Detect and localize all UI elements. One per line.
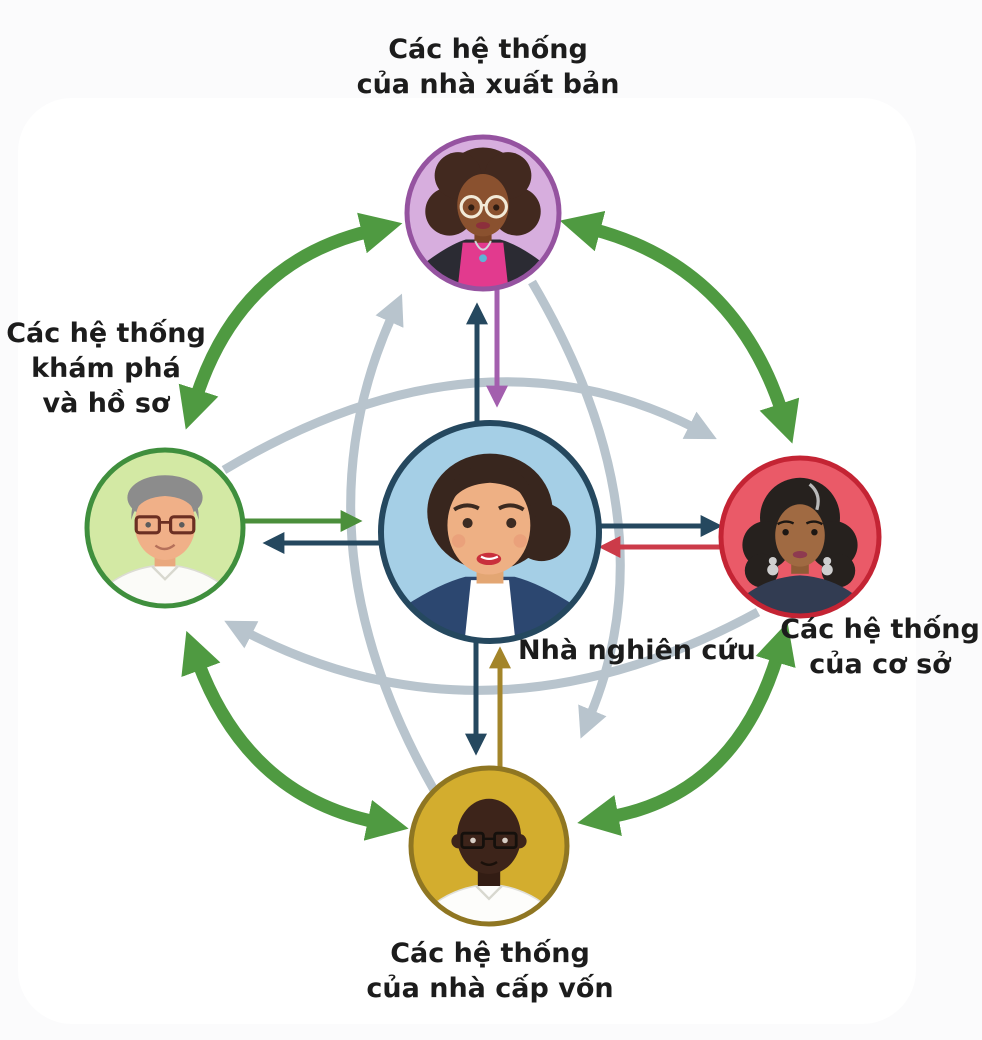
link-arc-funder-profiles bbox=[181, 630, 409, 841]
researcher-label: Nhà nghiên cứu bbox=[518, 635, 756, 666]
node-publisher bbox=[404, 134, 562, 292]
institution-ring bbox=[718, 455, 882, 619]
publisher-ring bbox=[404, 134, 562, 292]
researcher-spoke-arrows bbox=[238, 282, 726, 774]
profiles-avatar bbox=[98, 475, 232, 604]
funder-systems-label: Các hệ thống của nhà cấp vốn bbox=[366, 938, 614, 1004]
node-profiles bbox=[84, 447, 246, 609]
funder-ring bbox=[408, 765, 570, 927]
node-institution bbox=[718, 455, 882, 619]
node-researcher bbox=[378, 420, 602, 644]
link-arc-profiles-publisher bbox=[178, 212, 403, 430]
node-funder bbox=[408, 765, 570, 927]
publisher-systems-label: Các hệ thống của nhà xuất bản bbox=[356, 34, 620, 100]
researcher-avatar bbox=[393, 453, 587, 639]
profiles-ring bbox=[84, 447, 246, 609]
link-arc-institution-funder bbox=[577, 622, 796, 836]
profile-systems-label: Các hệ thống khám phá và hồ sơ bbox=[6, 318, 206, 419]
link-arc-publisher-institution bbox=[559, 210, 800, 444]
system-link-arcs bbox=[178, 210, 800, 841]
institution-systems-label: Các hệ thống của cơ sở bbox=[780, 614, 980, 680]
researcher-ring bbox=[378, 420, 602, 644]
